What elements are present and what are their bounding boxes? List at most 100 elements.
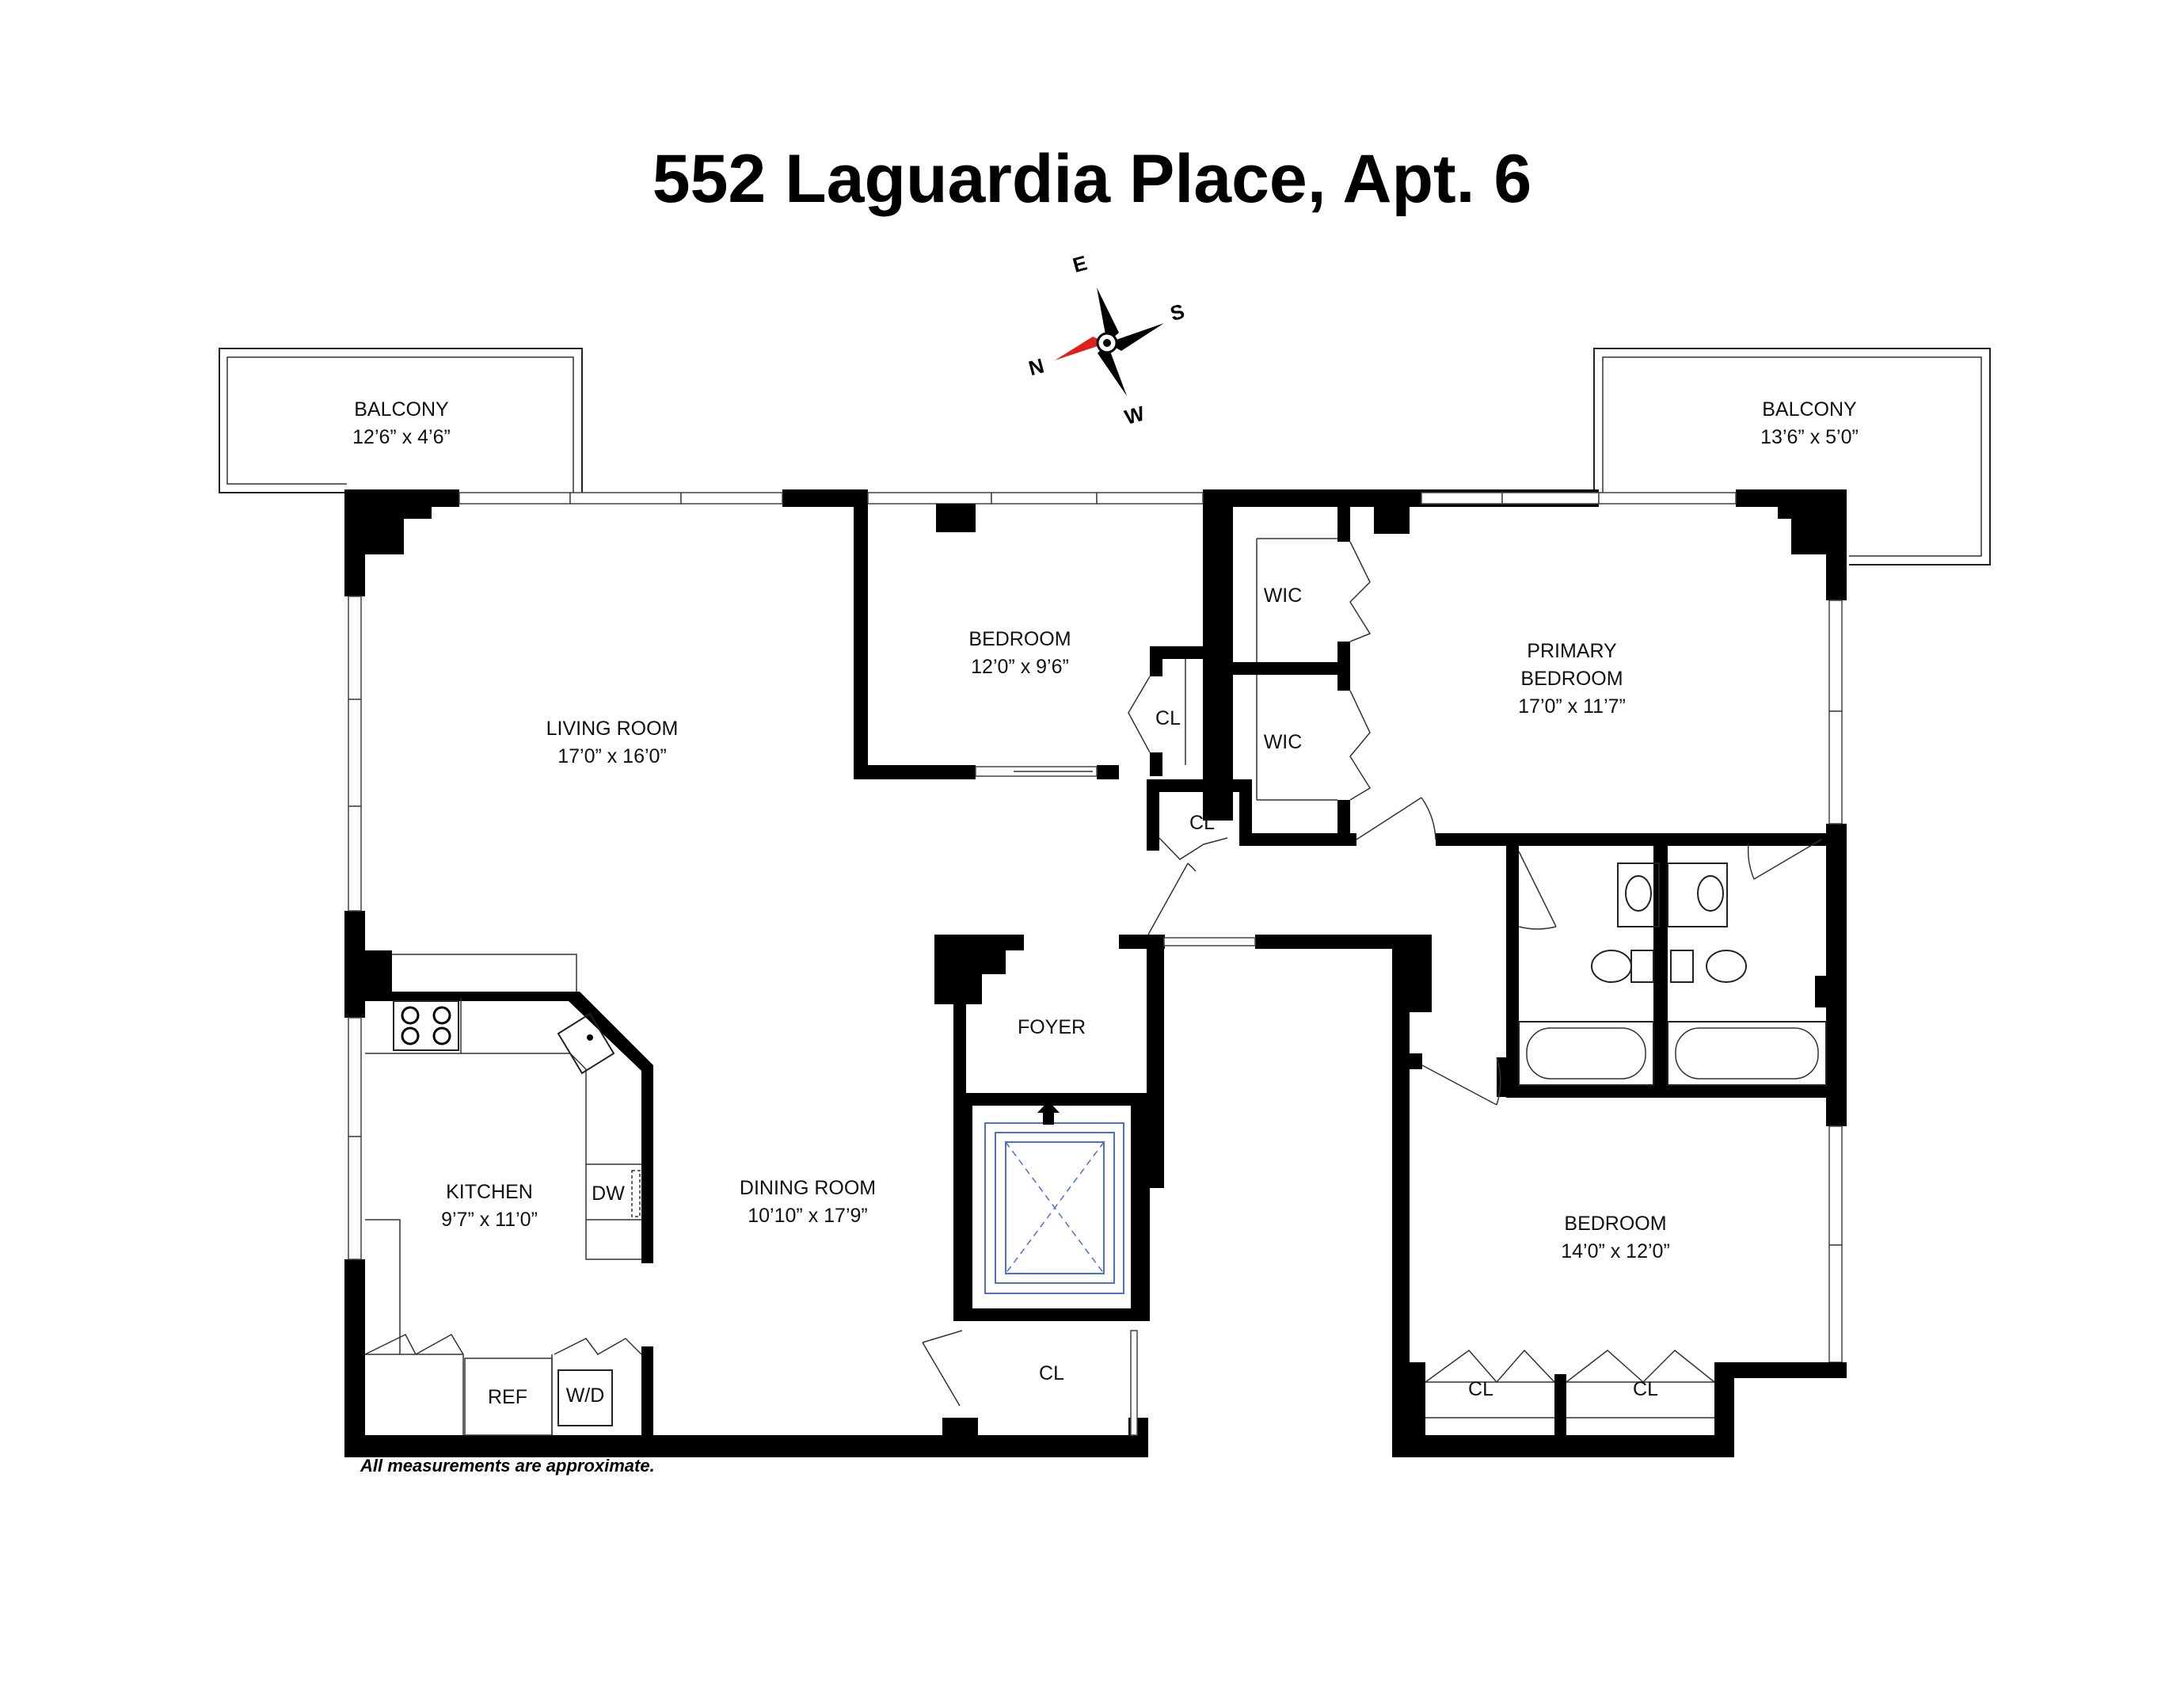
bathroom-right	[1667, 863, 1827, 1086]
pantry-door	[364, 1333, 464, 1356]
dw-label: DW	[592, 1182, 625, 1205]
wall-bedroom-large-stub	[1410, 1053, 1422, 1069]
closet-left-door	[1425, 1349, 1555, 1384]
wall-closet-left	[1410, 1362, 1425, 1457]
wall-hall-cl-top	[1147, 779, 1252, 792]
compass-west-point	[1098, 343, 1127, 396]
wall-primary-bottom	[1436, 833, 1826, 846]
primary-bedroom-name-2: BEDROOM	[1520, 668, 1623, 690]
cl-bedroom-label: CL	[1155, 707, 1181, 729]
wall-hall-bottom	[1239, 833, 1356, 846]
cl-hall-label: CL	[1189, 812, 1215, 834]
compass-label-north: N	[1026, 353, 1047, 380]
wall-cl-bedroom-side2	[1150, 752, 1162, 776]
wic-upper-label: WIC	[1264, 585, 1303, 607]
primary-door-swing	[1421, 797, 1436, 840]
window-top-6	[1096, 492, 1204, 505]
dining-room-name: DINING ROOM	[740, 1177, 876, 1199]
window-right-3	[1828, 1125, 1843, 1246]
wall-bottom-5	[1714, 1362, 1847, 1378]
wall-kitchen-bottom-right	[641, 1346, 653, 1441]
wall-wic-right-4	[1337, 800, 1350, 838]
window-top-7	[1421, 492, 1503, 505]
corner-top-left	[344, 489, 432, 554]
wall-kitchen-diagonal	[569, 992, 653, 1263]
wall-wic-divider	[1219, 662, 1337, 675]
interior-walls	[365, 504, 1826, 1457]
wall-right-3	[1826, 976, 1847, 1126]
compass-label-east: E	[1070, 251, 1090, 277]
compass-label-south: S	[1167, 299, 1187, 326]
closet-right-door	[1566, 1349, 1715, 1384]
wall-foyer-right	[1147, 935, 1164, 1188]
stove-burner-4	[432, 1026, 451, 1045]
window-top-8	[1501, 492, 1600, 505]
wall-wic-right-3	[1337, 662, 1350, 691]
wall-hall-cl-right	[1239, 779, 1252, 838]
stove-burner-1	[401, 1006, 420, 1025]
wall-cl-bedroom-side	[1150, 646, 1162, 676]
balcony-left-inner	[226, 356, 574, 493]
cl-bedroom-door	[1128, 676, 1151, 753]
kitchen-sink	[557, 1012, 615, 1075]
toilet-left	[1591, 950, 1632, 983]
wd-door	[554, 1338, 642, 1355]
window-right-4	[1828, 1244, 1843, 1363]
wall-bath-divider	[1653, 833, 1668, 1095]
stove-burner-3	[401, 1026, 420, 1045]
elevator-mid	[995, 1132, 1115, 1284]
window-left-5	[348, 1136, 362, 1260]
wall-left-3	[344, 1259, 365, 1457]
wall-bath-top	[1736, 833, 1748, 846]
balcony-left-outline	[219, 348, 583, 493]
toilet-right	[1706, 950, 1747, 983]
bath-right-door	[1753, 839, 1822, 880]
wd-box	[557, 1369, 613, 1426]
balcony-right-inner	[1602, 356, 1982, 557]
exterior-walls	[344, 489, 1847, 1457]
elevator	[984, 1101, 1124, 1294]
sink-left-basin	[1625, 875, 1652, 912]
window-left-4	[348, 1017, 362, 1137]
window-left-3	[348, 805, 362, 912]
wall-wic-right-1	[1337, 504, 1350, 542]
wall-hall-cl-left	[1147, 779, 1159, 851]
balcony-left-name: BALCONY	[354, 398, 449, 421]
primary-bedroom-name-1: PRIMARY	[1527, 640, 1617, 662]
tub-left	[1518, 1021, 1654, 1086]
ref-label: REF	[488, 1386, 527, 1408]
bath-left-door-swing	[1518, 926, 1557, 930]
window-top-1	[458, 492, 571, 505]
tub-right-inner	[1675, 1027, 1819, 1080]
foyer-cl-door-2	[922, 1342, 961, 1407]
compass-east-point	[1097, 288, 1119, 343]
pantry	[365, 1354, 464, 1435]
wall-bedroom-bottom-2	[1097, 765, 1119, 779]
toilet-right-tank	[1670, 950, 1694, 983]
foyer-cl-edge	[1130, 1330, 1138, 1436]
window-right-1	[1828, 600, 1843, 712]
hall-cl-door	[1159, 837, 1228, 860]
wall-bedroom-large-pier	[1396, 935, 1432, 1012]
wic-lower-door	[1349, 690, 1372, 801]
cl-bedroom-left-label: CL	[1468, 1378, 1493, 1400]
wall-bedroom-right	[1203, 504, 1219, 821]
primary-bedroom-size: 17’0” x 11’7”	[1518, 695, 1626, 718]
sink-left-vanity	[1617, 863, 1660, 927]
dw-door	[631, 1170, 641, 1217]
window-top-2	[569, 492, 682, 505]
sink-right-basin	[1697, 875, 1724, 912]
kitchen-left-counter	[365, 1219, 401, 1354]
balcony-right-size: 13’6” x 5’0”	[1760, 426, 1859, 448]
sink-right-vanity	[1667, 863, 1728, 927]
bedroom-pier	[936, 504, 976, 532]
window-left-1	[348, 596, 362, 700]
stove-top	[393, 1000, 459, 1051]
wic-upper-door	[1349, 541, 1372, 642]
foyer-pier	[934, 935, 1024, 1004]
balcony-left	[219, 348, 583, 493]
wall-bottom-pier	[942, 1418, 978, 1457]
sink-drain	[587, 1034, 593, 1041]
bedroom-large-door	[1421, 1064, 1497, 1106]
